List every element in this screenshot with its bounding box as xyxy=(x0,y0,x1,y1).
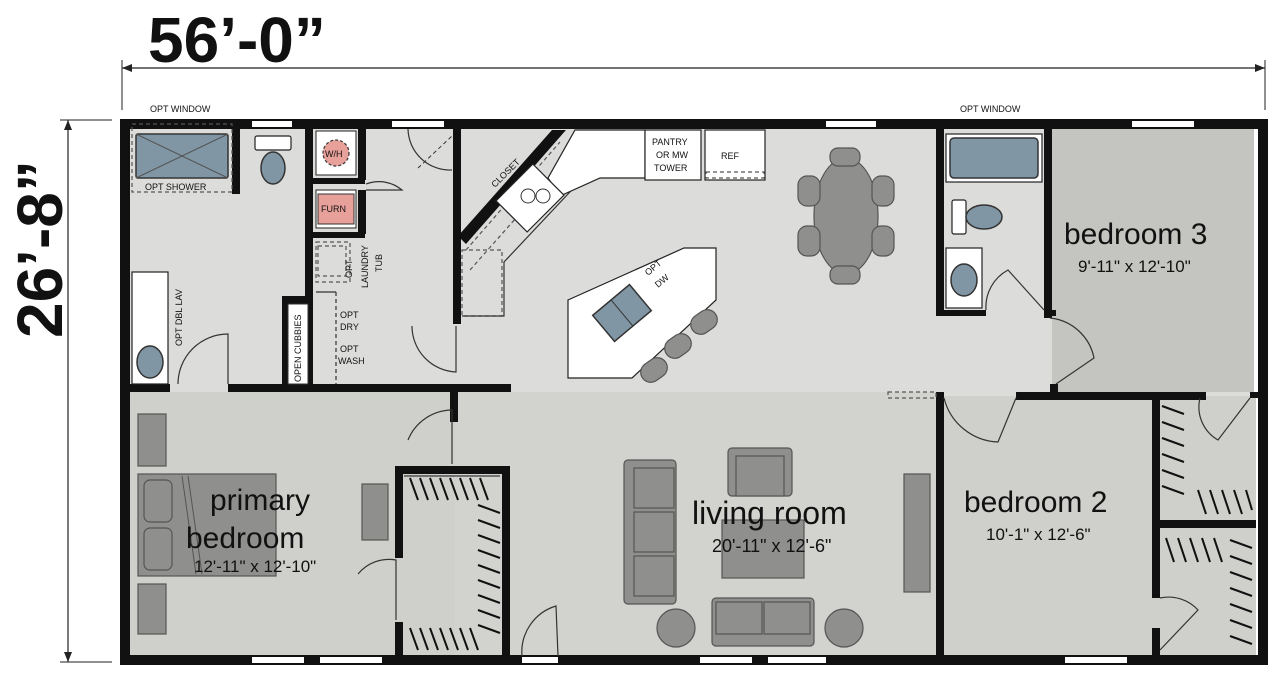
primary-bedroom-name-2: bedroom xyxy=(186,522,304,555)
tv-console xyxy=(903,473,931,593)
width-dimension: 56’-0” xyxy=(148,4,326,76)
opt-shower-label: OPT SHOWER xyxy=(145,182,207,192)
exterior-walls xyxy=(120,119,1268,665)
interior-walls xyxy=(130,128,1258,658)
pantry-label-3: TOWER xyxy=(654,163,688,173)
opt-dry-label-1: OPT xyxy=(340,310,359,320)
nightstand xyxy=(137,583,167,635)
opt-dry-label-2: DRY xyxy=(340,322,359,332)
pantry-label-2: OR MW xyxy=(656,150,688,160)
laundry-opt-label: OPT xyxy=(344,259,354,278)
bathtub xyxy=(949,137,1039,179)
living-room-name: living room xyxy=(692,495,847,531)
water-heater-icon xyxy=(322,139,350,167)
ref-label: REF xyxy=(721,151,740,161)
bedroom-3-name: bedroom 3 xyxy=(1064,218,1207,251)
primary-bedroom-name-1: primary xyxy=(210,484,310,517)
kitchen xyxy=(407,128,766,383)
side-table xyxy=(824,608,864,648)
nightstand xyxy=(137,413,167,467)
bedroom-2-size: 10'-1" x 12'-6" xyxy=(986,525,1091,544)
toilet-bowl-icon xyxy=(260,151,286,185)
primary-bedroom-furniture xyxy=(137,409,453,635)
furnace-label: FURN xyxy=(321,204,346,214)
opt-wash-label-2: WASH xyxy=(338,356,365,366)
dining-table xyxy=(813,157,879,275)
primary-bedroom-size: 12'-11" x 12'-10" xyxy=(194,557,316,576)
opt-wash-label-1: OPT xyxy=(340,344,359,354)
toilet-2-icon xyxy=(965,204,1003,230)
width-dimension-line xyxy=(121,60,1266,110)
walk-in-closet-racks xyxy=(404,475,501,651)
opt-dbl-lav-label: OPT DBL LAV xyxy=(174,289,184,346)
opt-window-right-label: OPT WINDOW xyxy=(960,104,1021,114)
range xyxy=(495,163,565,233)
depth-dimension-line xyxy=(60,119,112,663)
furnace-icon xyxy=(317,193,355,225)
bar-stools xyxy=(640,309,718,383)
living-room-furniture xyxy=(521,447,931,657)
open-cubbies-label: OPEN CUBBIES xyxy=(293,314,303,382)
pantry-label-1: PANTRY xyxy=(652,137,688,147)
sink-icon xyxy=(136,345,164,379)
coffee-table xyxy=(721,519,805,579)
opt-window-left-label: OPT WINDOW xyxy=(150,104,211,114)
sink-2-icon xyxy=(950,263,978,297)
bath-2-fixtures xyxy=(945,133,1045,311)
hall-doors xyxy=(887,317,1251,651)
water-heater-label: W/H xyxy=(325,149,343,159)
laundry-tub-label: TUB xyxy=(374,254,384,272)
primary-bath-fixtures xyxy=(131,123,292,385)
mechanical-laundry xyxy=(287,130,457,385)
side-table xyxy=(656,608,696,648)
dresser xyxy=(361,483,389,541)
windows xyxy=(252,121,1194,663)
pantry-tower xyxy=(644,129,702,181)
bedroom-3-size: 9'-11" x 12'-10" xyxy=(1078,257,1191,276)
dining-set xyxy=(797,147,895,285)
toilet-tank xyxy=(254,135,292,151)
bedroom-2-name: bedroom 2 xyxy=(964,486,1107,519)
living-room-size: 20'-11" x 12'-6" xyxy=(712,536,831,556)
bedroom-2-closets xyxy=(1161,405,1253,645)
laundry-label: LAUNDRY xyxy=(360,245,370,288)
depth-dimension: 26’-8” xyxy=(4,160,76,338)
